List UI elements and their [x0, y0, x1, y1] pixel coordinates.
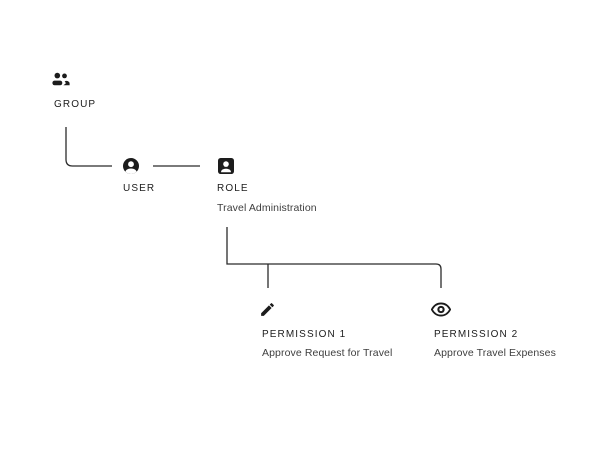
permission2-sublabel: Approve Travel Expenses	[434, 347, 556, 359]
user-label: USER	[123, 183, 156, 194]
connector-role-permission2	[226, 227, 442, 288]
connector-group-user	[65, 127, 112, 167]
group-label: GROUP	[54, 99, 97, 110]
permission1-sublabel: Approve Request for Travel	[262, 347, 393, 359]
role-icon	[218, 158, 234, 174]
group-icon	[52, 72, 70, 87]
role-label: ROLE	[217, 183, 249, 194]
permission2-label: PERMISSION 2	[434, 329, 519, 340]
pencil-icon	[259, 301, 276, 318]
permission1-label: PERMISSION 1	[262, 329, 347, 340]
eye-icon	[430, 302, 452, 317]
role-sublabel: Travel Administration	[217, 202, 317, 214]
user-icon	[123, 158, 139, 174]
